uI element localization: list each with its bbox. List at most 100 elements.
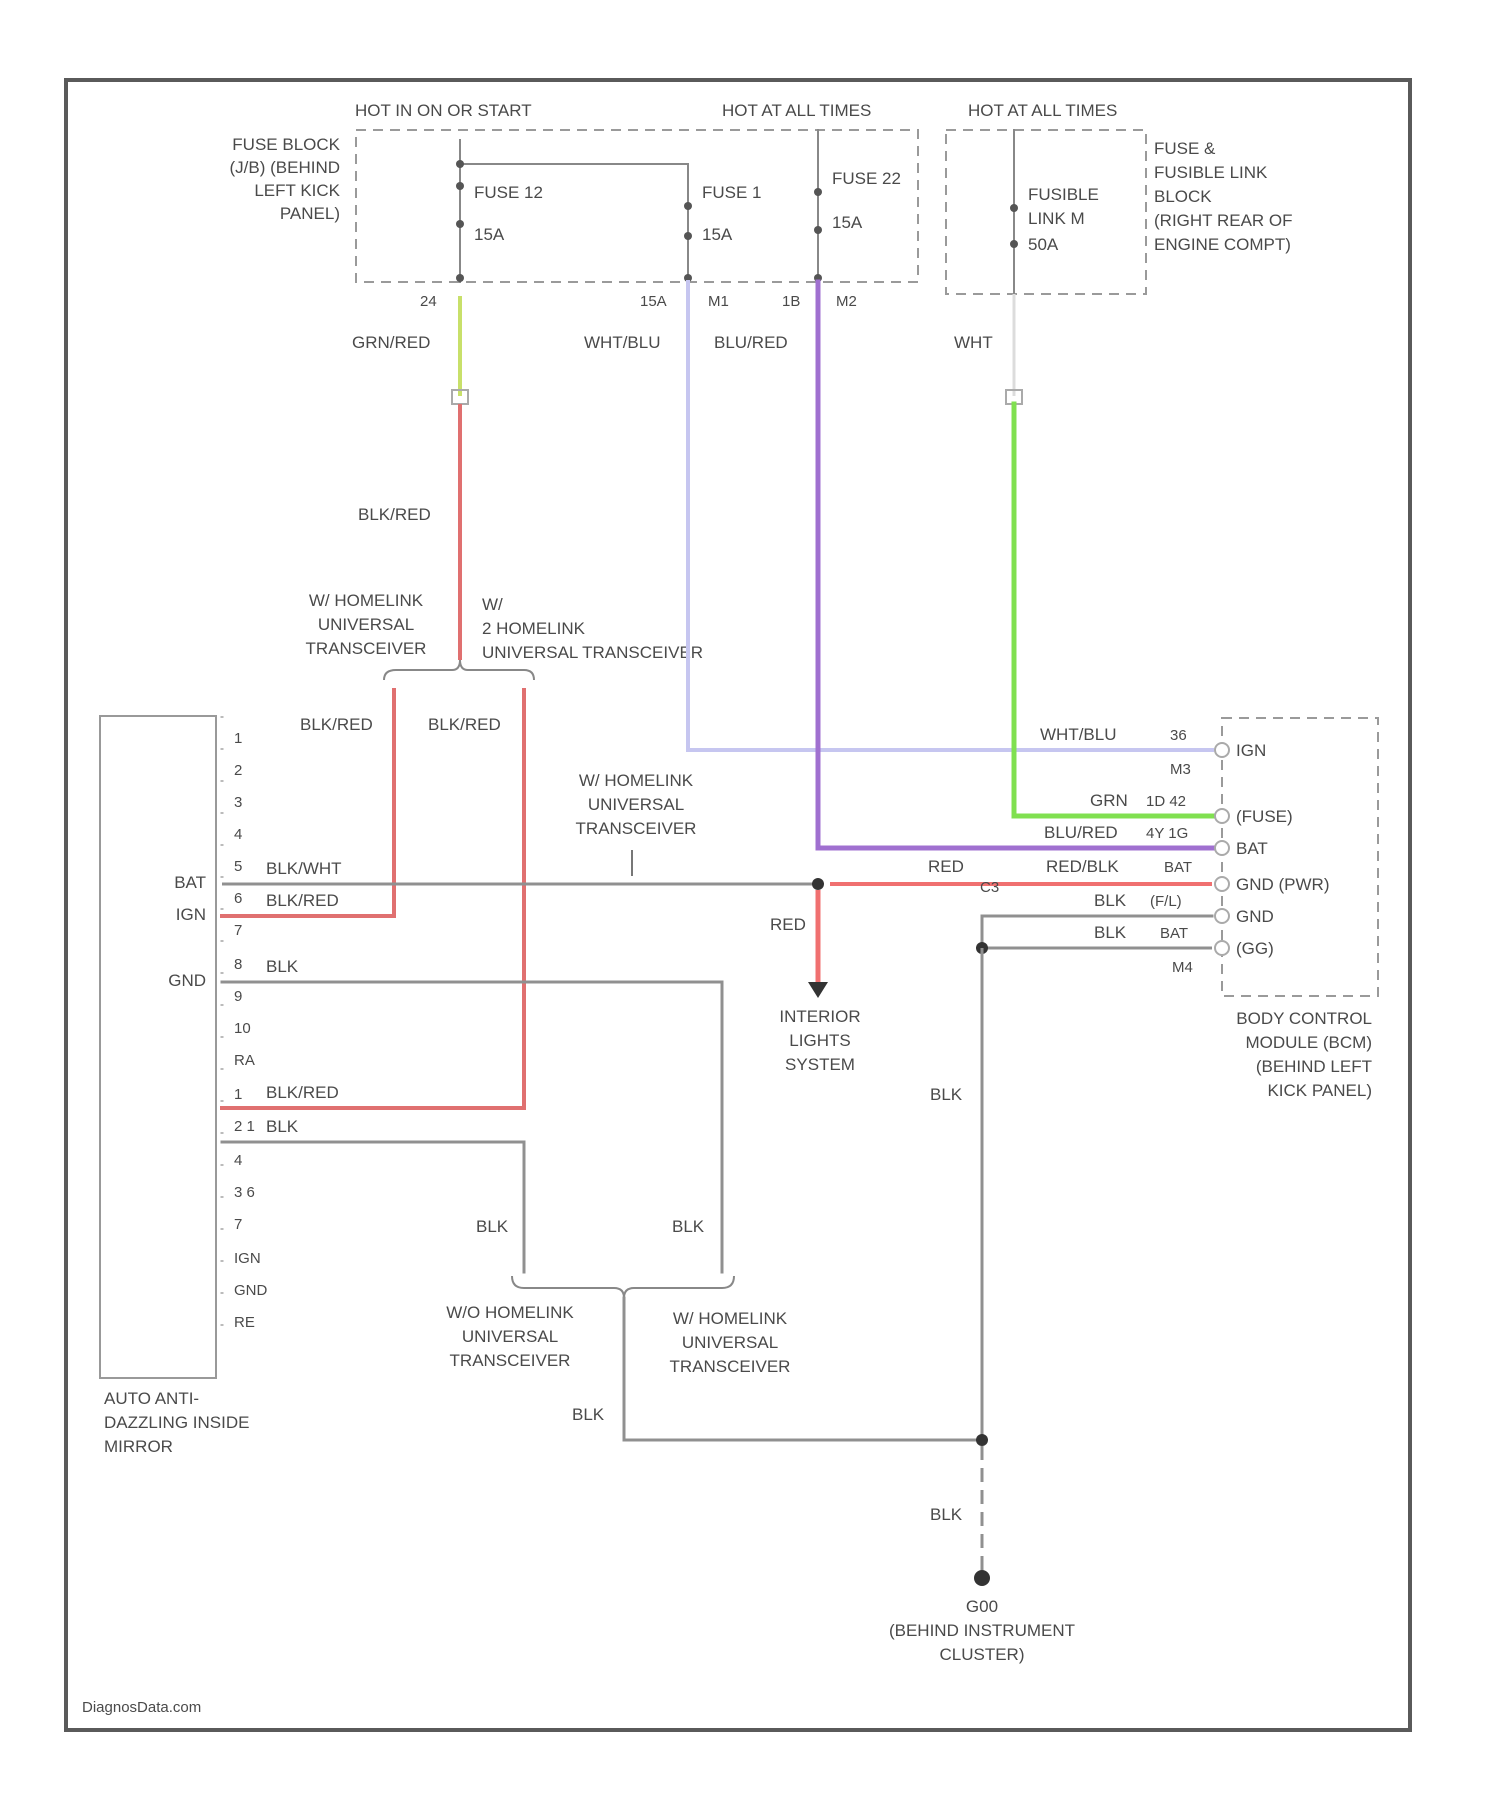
mirror-box xyxy=(100,716,216,1378)
svg-text:TRANSCEIVER: TRANSCEIVER xyxy=(670,1357,791,1376)
bcm-num-ign: 36 xyxy=(1170,727,1187,744)
homelink-bottom-left-label: W/O HOMELINK UNIVERSAL TRANSCEIVER xyxy=(446,1303,574,1370)
interior-lights-label: INTERIOR LIGHTS SYSTEM xyxy=(779,1007,860,1074)
label-red-horiz: RED xyxy=(928,857,964,876)
mirror-bat-label: BAT xyxy=(174,873,206,892)
label-blk-vert-b: BLK xyxy=(672,1217,705,1236)
label-wht: WHT xyxy=(954,333,993,352)
bcm-pin-gnd-pwr: GND (PWR) xyxy=(1236,875,1329,894)
wire-grn xyxy=(1014,404,1212,816)
label-wht-blu-bcm: WHT/BLU xyxy=(1040,725,1117,744)
link-block-label: FUSE & FUSIBLE LINK BLOCK (RIGHT REAR OF… xyxy=(1154,139,1293,254)
svg-text:MIRROR: MIRROR xyxy=(104,1437,173,1456)
homelink-top-right-label: W/ 2 HOMELINK UNIVERSAL TRANSCEIVER xyxy=(482,595,703,662)
svg-text:FUSE &: FUSE & xyxy=(1154,139,1216,158)
homelink-bottom-right-label: W/ HOMELINK UNIVERSAL TRANSCEIVER xyxy=(670,1309,791,1376)
svg-text:W/ HOMELINK: W/ HOMELINK xyxy=(579,771,694,790)
mirror-ign-label: IGN xyxy=(176,905,206,924)
svg-text:PANEL): PANEL) xyxy=(280,204,340,223)
label-blk-red-left: BLK/RED xyxy=(300,715,373,734)
arrow-down-icon xyxy=(808,982,828,998)
mirror-pin-label: RE xyxy=(234,1314,255,1331)
svg-text:TRANSCEIVER: TRANSCEIVER xyxy=(306,639,427,658)
fuse-12-amps: 15A xyxy=(474,225,505,244)
label-wht-blu: WHT/BLU xyxy=(584,333,661,352)
label-blu-red: BLU/RED xyxy=(714,333,788,352)
label-grn-red: GRN/RED xyxy=(352,333,430,352)
mirror-pin-labels: 12345678910RA12 143 67IGNGNDRE xyxy=(234,730,268,1331)
label-blu-red-bcm: BLU/RED xyxy=(1044,823,1118,842)
label-red-blk-bcm: RED/BLK xyxy=(1046,857,1119,876)
fusible-link-amps: 50A xyxy=(1028,235,1059,254)
svg-text:UNIVERSAL TRANSCEIVER: UNIVERSAL TRANSCEIVER xyxy=(482,643,703,662)
watermark: DiagnosData.com xyxy=(82,1699,201,1716)
homelink-bottom-brace xyxy=(512,1276,734,1298)
wire-blk-lower xyxy=(222,1142,524,1272)
bcm-num-red-blk: BAT xyxy=(1164,859,1192,876)
mirror-pin-label: 2 xyxy=(234,762,242,779)
svg-text:TRANSCEIVER: TRANSCEIVER xyxy=(576,819,697,838)
bcm-num-fl: (F/L) xyxy=(1150,893,1182,910)
svg-text:SYSTEM: SYSTEM xyxy=(785,1055,855,1074)
fuse-1-pin-a: 15A xyxy=(640,293,667,310)
fusible-link-line2: LINK M xyxy=(1028,209,1085,228)
bcm-pin-gnd2: (GG) xyxy=(1236,939,1274,958)
svg-text:INTERIOR: INTERIOR xyxy=(779,1007,860,1026)
mirror-pin-label: 6 xyxy=(234,890,242,907)
svg-text:DAZZLING INSIDE: DAZZLING INSIDE xyxy=(104,1413,249,1432)
fuse-22-pin-a: 1B xyxy=(782,293,800,310)
mirror-gnd-label: GND xyxy=(168,971,206,990)
bcm-num-bat: 4Y 1G xyxy=(1146,825,1188,842)
svg-text:KICK PANEL): KICK PANEL) xyxy=(1267,1081,1372,1100)
mirror-pin-label: 8 xyxy=(234,956,242,973)
svg-text:(BEHIND INSTRUMENT: (BEHIND INSTRUMENT xyxy=(889,1621,1075,1640)
mirror-pin-label: 7 xyxy=(234,922,242,939)
hot-all-label-1: HOT AT ALL TIMES xyxy=(722,101,871,120)
connector-c3: C3 xyxy=(980,879,999,896)
bcm-num-ign-sub: M3 xyxy=(1170,761,1191,778)
svg-text:UNIVERSAL: UNIVERSAL xyxy=(318,615,414,634)
svg-text:W/O HOMELINK: W/O HOMELINK xyxy=(446,1303,574,1322)
svg-text:FUSE BLOCK: FUSE BLOCK xyxy=(232,135,340,154)
mirror-pin-label: GND xyxy=(234,1282,268,1299)
label-red-vert: RED xyxy=(770,915,806,934)
bcm-pin-fuse: (FUSE) xyxy=(1236,807,1293,826)
mirror-pin-label: RA xyxy=(234,1052,255,1069)
bcm-terminals xyxy=(1215,743,1229,955)
fuse-block-label: FUSE BLOCK (J/B) (BEHIND LEFT KICK PANEL… xyxy=(230,135,341,223)
label-blk-vert-right: BLK xyxy=(930,1085,963,1104)
mirror-pin-label: 4 xyxy=(234,1152,242,1169)
svg-text:W/ HOMELINK: W/ HOMELINK xyxy=(309,591,424,610)
fuse-12-pin: 24 xyxy=(420,293,437,310)
bcm-pin-gnd: GND xyxy=(1236,907,1274,926)
bcm-pin-bat: BAT xyxy=(1236,839,1268,858)
bcm-num-fuse: 1D 42 xyxy=(1146,793,1186,810)
fuse-22-name: FUSE 22 xyxy=(832,169,901,188)
svg-text:MODULE (BCM): MODULE (BCM) xyxy=(1245,1033,1372,1052)
bcm-pin-ign: IGN xyxy=(1236,741,1266,760)
mirror-pin-label: IGN xyxy=(234,1250,261,1267)
label-blk-bottom: BLK xyxy=(572,1405,605,1424)
svg-text:LEFT KICK: LEFT KICK xyxy=(254,181,340,200)
svg-text:FUSIBLE LINK: FUSIBLE LINK xyxy=(1154,163,1268,182)
label-blk-red-main: BLK/RED xyxy=(358,505,431,524)
svg-text:AUTO ANTI-: AUTO ANTI- xyxy=(104,1389,199,1408)
mirror-pin-label: 5 xyxy=(234,858,242,875)
svg-text:BODY CONTROL: BODY CONTROL xyxy=(1236,1009,1372,1028)
mirror-label: AUTO ANTI- DAZZLING INSIDE MIRROR xyxy=(104,1389,249,1456)
splice-ground-main xyxy=(976,1434,988,1446)
fuse-22-amps: 15A xyxy=(832,213,863,232)
fuse-22-pin-b: M2 xyxy=(836,293,857,310)
homelink-top-left-label: W/ HOMELINK UNIVERSAL TRANSCEIVER xyxy=(306,591,427,658)
bcm-num-bat2: BAT xyxy=(1160,925,1188,942)
label-grn-bcm: GRN xyxy=(1090,791,1128,810)
fusible-link-line1: FUSIBLE xyxy=(1028,185,1099,204)
svg-text:UNIVERSAL: UNIVERSAL xyxy=(682,1333,778,1352)
bcm-num-bot: M4 xyxy=(1172,959,1193,976)
hot-run-label: HOT IN ON OR START xyxy=(355,101,532,120)
mirror-pin-label: 9 xyxy=(234,988,242,1005)
label-blk-bat: BLK xyxy=(1094,923,1127,942)
label-blk-red-right: BLK/RED xyxy=(428,715,501,734)
svg-text:UNIVERSAL: UNIVERSAL xyxy=(588,795,684,814)
homelink-top-brace xyxy=(384,660,534,680)
